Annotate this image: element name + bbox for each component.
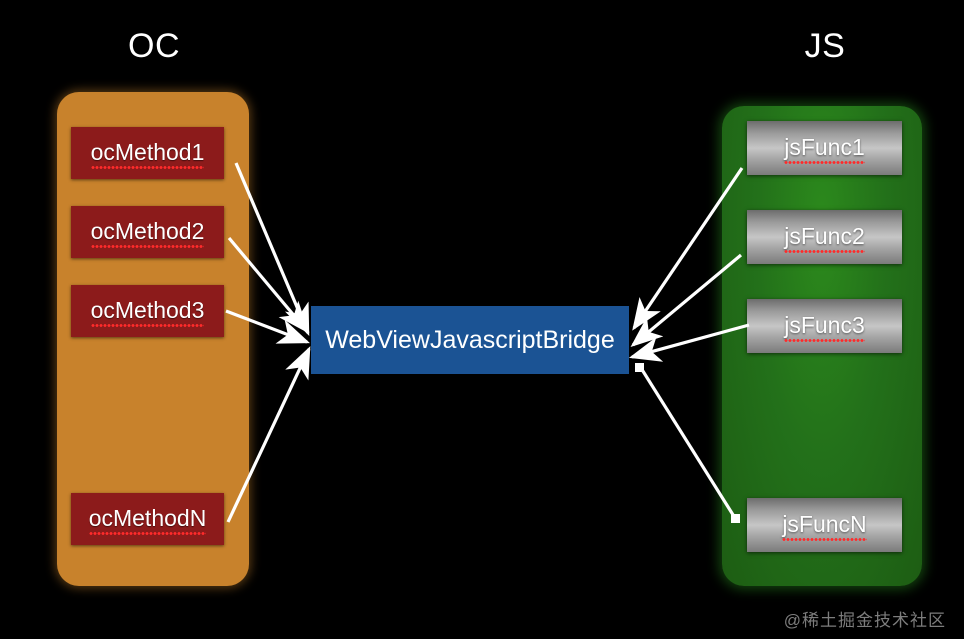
watermark-text: @稀土掘金技术社区 <box>783 611 946 630</box>
webview-javascript-bridge-box[interactable]: WebViewJavascriptBridge <box>311 306 629 374</box>
js-func-chip-2[interactable]: jsFunc2 <box>747 210 902 264</box>
js-func-label-3: jsFunc3 <box>784 312 865 342</box>
oc-method-chip-n[interactable]: ocMethodN <box>71 493 224 545</box>
oc-method-label-1: ocMethod1 <box>90 139 204 169</box>
js-func-chip-1[interactable]: jsFunc1 <box>747 121 902 175</box>
js-func-label-n: jsFuncN <box>782 511 868 541</box>
js-func-chip-n[interactable]: jsFuncN <box>747 498 902 552</box>
js-side-title: JS <box>804 27 846 65</box>
oc-method-label-n: ocMethodN <box>88 505 206 535</box>
js-func-label-1: jsFunc1 <box>784 134 865 164</box>
bridge-label: WebViewJavascriptBridge <box>325 325 615 354</box>
oc-method-label-3: ocMethod3 <box>90 297 204 327</box>
oc-method-chip-1[interactable]: ocMethod1 <box>71 127 224 179</box>
connector-terminal-square-bridge <box>635 363 644 372</box>
connector-jsfuncn-bridge <box>639 367 737 519</box>
js-func-label-2: jsFunc2 <box>784 223 865 253</box>
oc-method-chip-2[interactable]: ocMethod2 <box>71 206 224 258</box>
oc-method-chip-3[interactable]: ocMethod3 <box>71 285 224 337</box>
oc-side-title: OC <box>128 27 180 65</box>
js-func-chip-3[interactable]: jsFunc3 <box>747 299 902 353</box>
oc-method-label-2: ocMethod2 <box>90 218 204 248</box>
